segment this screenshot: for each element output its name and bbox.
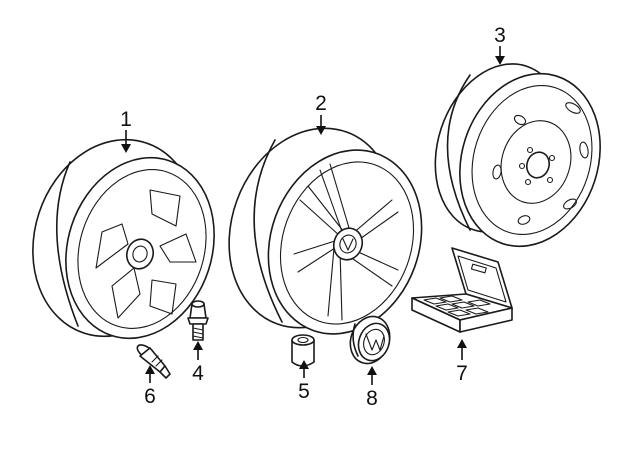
part-7-lock-key-kit [411, 247, 513, 333]
part-2-alloy-wheel-twin-spoke [228, 127, 423, 335]
callout-arrows [121, 46, 505, 385]
part-6-valve-stem [136, 344, 171, 379]
callout-5: 5 [298, 380, 310, 403]
part-1-alloy-wheel-five-spoke [32, 138, 215, 340]
part-5-lug-cap [291, 334, 315, 367]
callout-6: 6 [144, 385, 156, 408]
callout-1: 1 [120, 108, 132, 131]
callout-8: 8 [366, 387, 378, 410]
part-8-center-cap [349, 315, 391, 365]
part-4-wheel-bolt [187, 300, 209, 341]
part-3-steel-wheel [434, 63, 601, 248]
callout-3: 3 [494, 24, 506, 47]
callout-7: 7 [456, 362, 468, 385]
callout-2: 2 [315, 92, 327, 115]
callout-4: 4 [192, 362, 204, 385]
callout-labels: 1 2 3 4 5 6 7 8 [120, 24, 506, 410]
